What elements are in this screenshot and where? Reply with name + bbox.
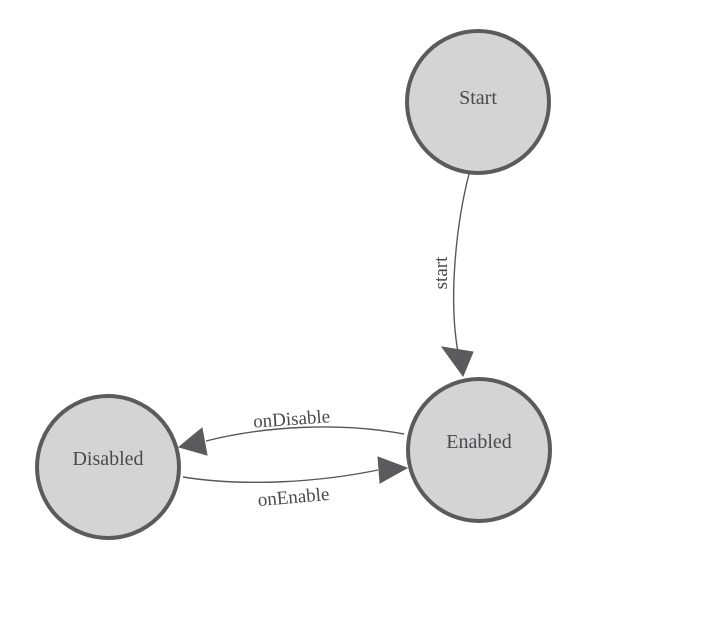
- edge-enabled-to-disabled: onDisable: [177, 406, 405, 456]
- edge-label-ondisable: onDisable: [252, 406, 330, 432]
- edge-label-start: start: [431, 256, 452, 289]
- arrowhead-into-enabled-top: [440, 346, 474, 378]
- edge-start-to-enabled: start: [431, 173, 474, 378]
- edge-disabled-to-enabled-line: [182, 469, 379, 484]
- arrowhead-into-enabled-left: [377, 456, 409, 484]
- state-node-enabled-label: Enabled: [446, 431, 512, 453]
- state-node-disabled: Disabled: [35, 394, 181, 540]
- state-node-disabled-label: Disabled: [72, 448, 143, 470]
- state-node-start-circle: [405, 29, 551, 175]
- state-node-start: Start: [405, 29, 551, 175]
- state-node-enabled: Enabled: [406, 377, 552, 523]
- edge-label-onenable: onEnable: [257, 484, 330, 511]
- edge-enabled-to-disabled-line: [205, 426, 405, 442]
- state-node-start-label: Start: [459, 87, 497, 109]
- edge-start-to-enabled-line: [452, 173, 470, 363]
- state-node-enabled-circle: [406, 377, 552, 523]
- arrowhead-into-disabled-right: [177, 427, 208, 456]
- state-node-disabled-circle: [35, 394, 181, 540]
- edge-disabled-to-enabled: onEnable: [182, 456, 409, 511]
